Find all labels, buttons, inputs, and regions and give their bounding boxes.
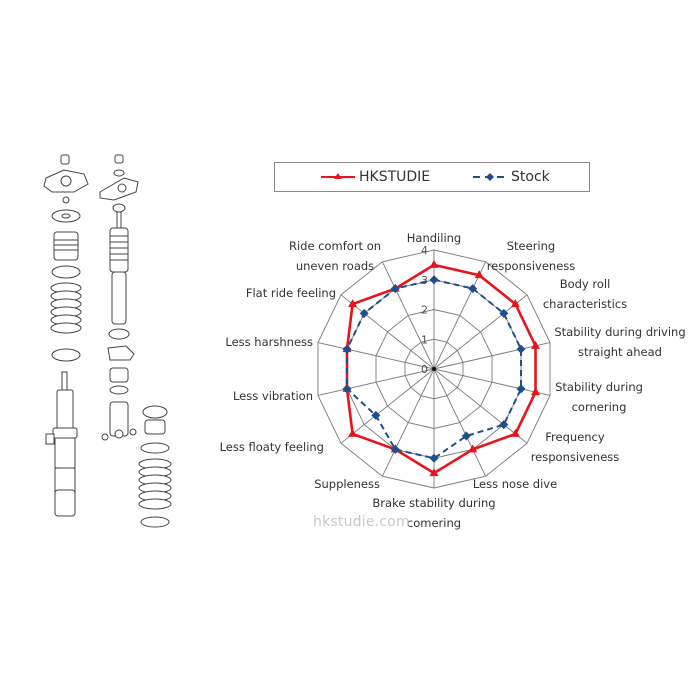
- axis-label-line: characteristics: [542, 297, 628, 311]
- grid-spoke: [433, 261, 487, 370]
- triangle-marker-icon: [348, 299, 358, 308]
- diamond-marker-icon: [429, 275, 439, 285]
- triangle-marker-icon: [348, 428, 358, 437]
- diamond-marker-icon: [499, 420, 509, 430]
- red-triangle-line-icon: [321, 173, 355, 179]
- diamond-marker-icon: [499, 308, 509, 318]
- axis-label: Brake stability during comering: [372, 493, 495, 533]
- triangle-marker-icon: [510, 299, 520, 308]
- grid-spoke: [433, 342, 551, 370]
- legend-label-stock: Stock: [511, 169, 550, 185]
- diamond-marker-icon: [461, 431, 471, 441]
- axis-label-line: Flat ride feeling: [245, 286, 336, 300]
- grid-spoke: [433, 368, 487, 477]
- radial-tick-labels: 0 1 2 3 4: [421, 244, 428, 376]
- triangle-marker-icon: [510, 428, 520, 437]
- axis-label: Stability during driving straight ahead: [554, 322, 685, 362]
- axis-label-line: Less vibration: [232, 389, 313, 403]
- watermark-text: hkstudie.com: [313, 514, 410, 530]
- axis-label: Suppleness: [314, 474, 380, 494]
- axis-label: Ride comfort on uneven roads: [289, 236, 381, 276]
- axis-label-line: Steering: [506, 239, 556, 253]
- grid-spoke: [340, 294, 435, 370]
- diamond-marker-icon: [342, 384, 352, 394]
- legend-item-stock: Stock: [473, 163, 550, 191]
- diamond-marker-icon: [371, 410, 381, 420]
- grid-spoke: [317, 368, 435, 396]
- tick-label: 4: [421, 244, 428, 257]
- grid-spoke: [381, 368, 435, 477]
- radar-grid: [317, 249, 551, 489]
- axis-label-line: uneven roads: [295, 259, 375, 273]
- axis-label: Less nose dive: [473, 474, 557, 494]
- axis-label-line: Stability during: [555, 380, 643, 394]
- axis-label-line: Stability during driving: [554, 325, 686, 339]
- grid-spoke: [340, 368, 435, 444]
- chart-legend: HKSTUDIE Stock: [274, 162, 590, 192]
- diamond-marker-icon: [429, 453, 439, 463]
- diamond-marker-icon: [342, 344, 352, 354]
- diamond-marker-icon: [390, 444, 400, 454]
- axis-label-line: Brake stability during: [372, 496, 496, 510]
- axis-label: Steering responsiveness: [487, 236, 576, 276]
- axis-label: Less harshness: [225, 332, 313, 352]
- diamond-marker-icon: [516, 344, 526, 354]
- tick-label: 2: [421, 304, 428, 317]
- triangle-marker-icon: [531, 387, 541, 396]
- axis-label-line: cornering: [571, 400, 627, 414]
- triangle-marker-icon: [468, 444, 478, 453]
- grid-spoke: [381, 261, 435, 370]
- tick-label: 0: [421, 363, 428, 376]
- grid-spoke: [433, 294, 528, 370]
- diamond-marker-icon: [468, 284, 478, 294]
- tick-label: 1: [421, 333, 428, 346]
- axis-label: Flat ride feeling: [246, 283, 336, 303]
- axis-label: Body roll characteristics: [543, 274, 627, 314]
- center-point: [432, 367, 436, 371]
- series-line-stock: [345, 278, 523, 460]
- axis-label: Stability during cornering: [555, 377, 643, 417]
- axis-label: Handiling: [407, 228, 461, 248]
- axis-label-line: comering: [406, 516, 462, 530]
- blue-diamond-dashed-line-icon: [473, 173, 507, 181]
- axis-label: Less floaty feeling: [220, 437, 324, 457]
- axis-label: Frequency responsiveness: [531, 427, 620, 467]
- axis-label-line: Frequency: [545, 430, 605, 444]
- axis-label: Less vibration: [233, 386, 313, 406]
- axis-label-line: Suppleness: [314, 477, 380, 491]
- series-line-hkstudie: [345, 263, 537, 475]
- coilover-parts-illustration: [43, 154, 172, 528]
- axis-label-line: Less harshness: [225, 335, 313, 349]
- tick-label: 3: [421, 274, 428, 287]
- axis-label-line: Body roll: [559, 277, 611, 291]
- grid-spoke: [433, 368, 528, 444]
- grid-spoke: [433, 368, 551, 396]
- legend-item-hkstudie: HKSTUDIE: [321, 163, 430, 191]
- triangle-marker-icon: [429, 468, 439, 477]
- axis-label-line: straight ahead: [578, 345, 662, 359]
- grid-spoke: [317, 342, 435, 370]
- axis-label-line: responsiveness: [486, 259, 576, 273]
- diamond-marker-icon: [516, 384, 526, 394]
- axis-label-line: Handiling: [406, 231, 462, 245]
- triangle-marker-icon: [474, 270, 484, 279]
- radar-series: [342, 259, 541, 477]
- diamond-marker-icon: [390, 284, 400, 294]
- axis-label-line: Ride comfort on: [288, 239, 382, 253]
- axis-label-line: Less nose dive: [472, 477, 558, 491]
- diamond-marker-icon: [359, 308, 369, 318]
- triangle-marker-icon: [429, 259, 439, 268]
- legend-label-hkstudie: HKSTUDIE: [359, 169, 431, 185]
- axis-label-line: Less floaty feeling: [219, 440, 324, 454]
- axis-label-line: responsiveness: [530, 450, 620, 464]
- triangle-marker-icon: [531, 340, 541, 349]
